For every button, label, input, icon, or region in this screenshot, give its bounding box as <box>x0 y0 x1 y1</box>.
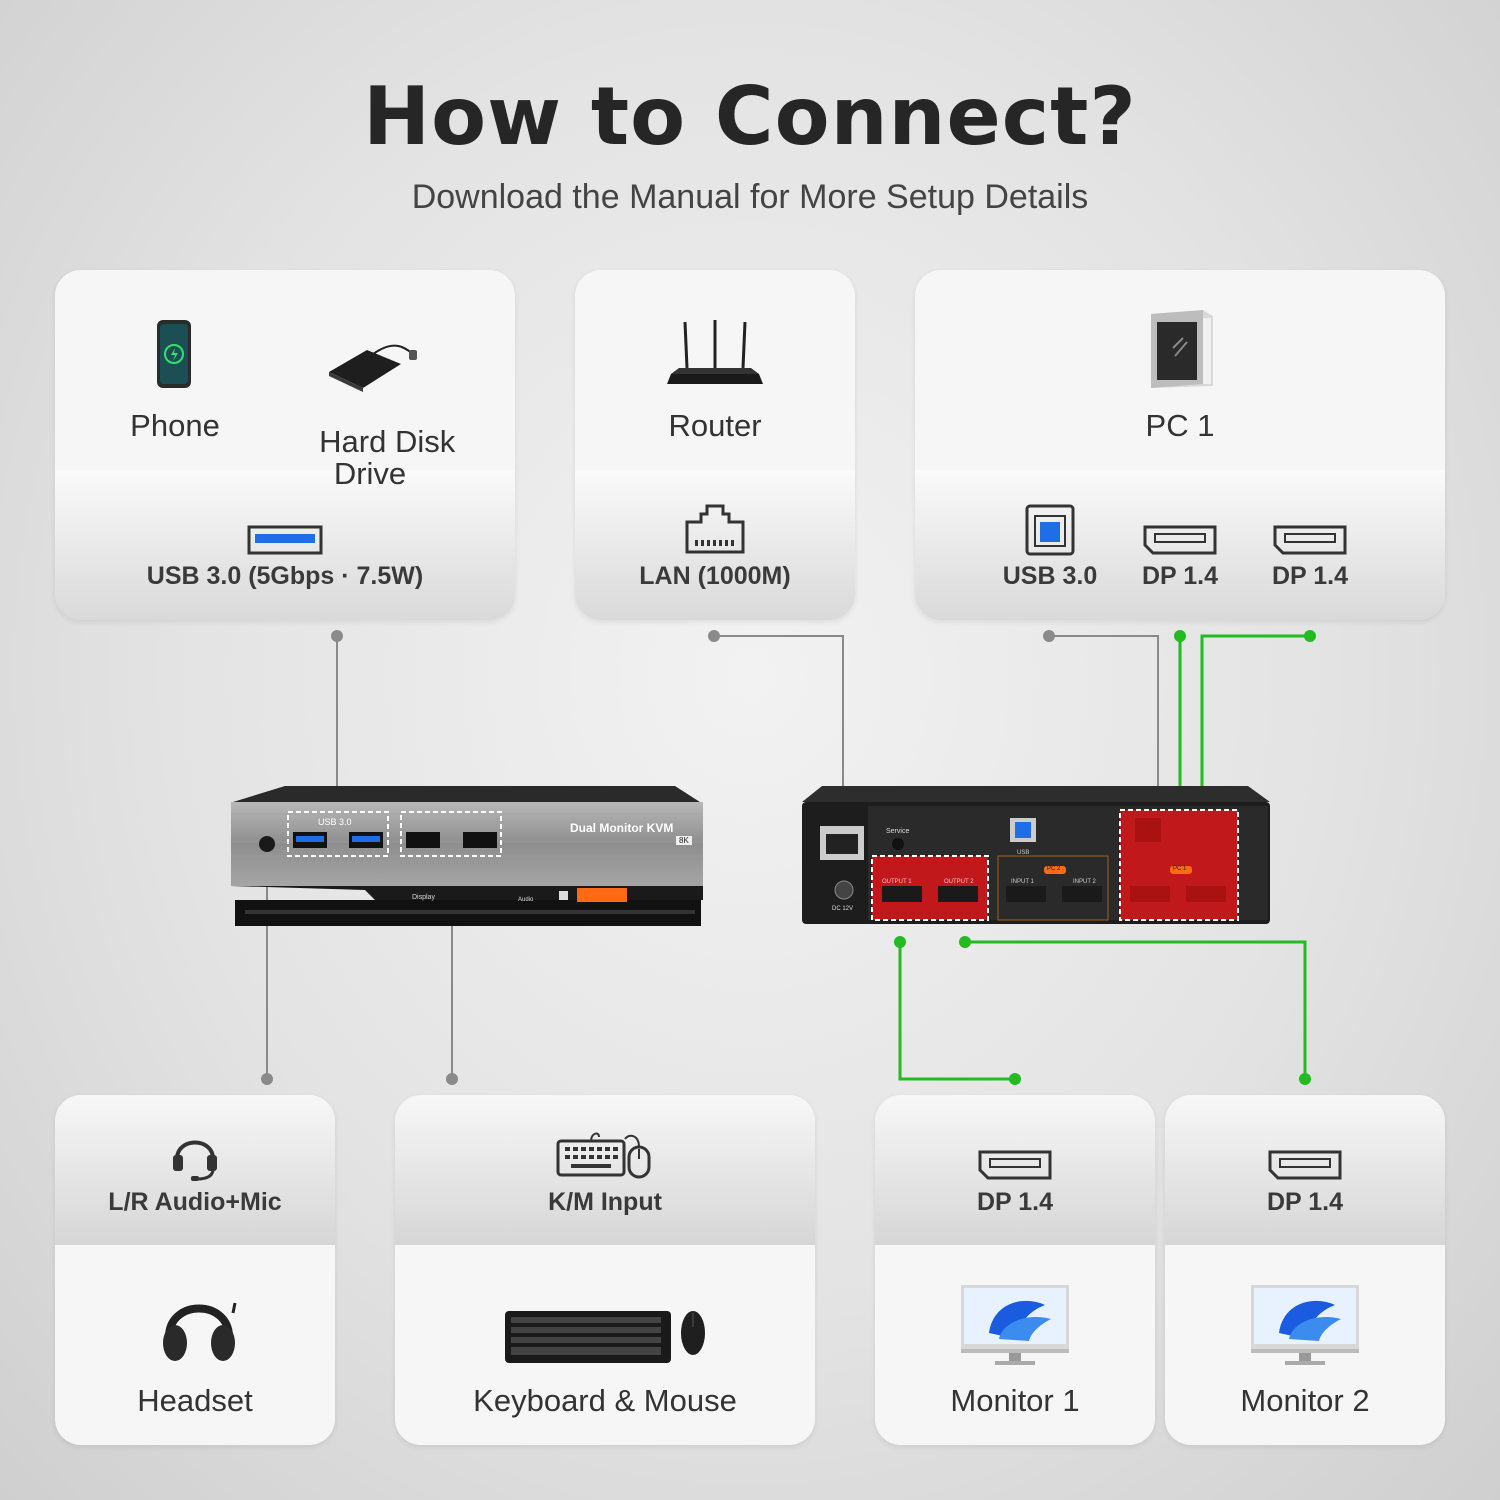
pc1-usb-label: USB 3.0 <box>1002 562 1098 590</box>
monitor2-label: Monitor 2 <box>1240 1383 1370 1418</box>
kvm-front-panel <box>231 786 703 926</box>
displayport-icon <box>1268 1150 1342 1180</box>
monitor1-port-label: DP 1.4 <box>977 1188 1053 1216</box>
monitor-icon <box>1251 1285 1359 1365</box>
router-icon <box>667 320 763 384</box>
front-display-label: Display <box>412 894 435 901</box>
rear-usb-label: USB <box>1017 850 1030 856</box>
pc1-dp1-label: DP 1.4 <box>1142 562 1218 590</box>
phone-icon <box>157 320 191 388</box>
displayport-icon <box>978 1150 1052 1180</box>
kvm-rear-panel <box>802 786 1270 924</box>
page-subtitle: Download the Manual for More Setup Detai… <box>411 178 1089 216</box>
km-port-label: K/M Input <box>548 1188 662 1216</box>
front-usb-label: USB 3.0 <box>318 817 352 827</box>
usb-b-port-icon <box>1025 504 1075 556</box>
monitor2-card: DP 1.4 Monitor 2 <box>1165 1095 1445 1445</box>
displayport-icon <box>1273 525 1347 555</box>
usb-a-port-icon <box>247 525 323 555</box>
pc1-card: PC 1 USB 3.0 DP 1.4 DP 1.4 <box>915 270 1445 620</box>
usb-port-label: USB 3.0 (5Gbps · 7.5W) <box>146 562 424 590</box>
rear-pc1-label: PC 1 <box>1173 866 1187 872</box>
kvm-8k-badge: 8K <box>676 836 692 845</box>
monitor1-label: Monitor 1 <box>950 1383 1080 1418</box>
audio-card: L/R Audio+Mic Headset <box>55 1095 335 1445</box>
rear-dc-label: DC 12V <box>832 906 854 912</box>
km-card: K/M Input Keyboard & Mouse <box>395 1095 815 1445</box>
rear-input2-label: INPUT 2 <box>1073 879 1096 885</box>
hard-disk-icon <box>329 344 417 392</box>
hard-disk-label: Hard Disk Drive <box>319 424 456 491</box>
rear-output1-label: OUTPUT 1 <box>882 879 912 885</box>
keyboard-mouse-icon <box>505 1311 705 1363</box>
keyboard-mouse-port-icon <box>556 1132 651 1179</box>
page-title: How to Connect? <box>363 70 1137 163</box>
monitor2-port-label: DP 1.4 <box>1267 1188 1343 1216</box>
rear-input1-label: INPUT 1 <box>1011 879 1034 885</box>
usb-peripherals-card: Phone Hard Disk Drive USB 3.0 (5Gbps · 7… <box>55 270 515 620</box>
monitor1-card: DP 1.4 Monitor 1 <box>875 1095 1155 1445</box>
rear-output2-label: OUTPUT 2 <box>944 879 974 885</box>
headset-label: Headset <box>137 1383 253 1418</box>
lan-port-label: LAN (1000M) <box>639 562 791 590</box>
phone-label: Phone <box>130 408 220 443</box>
pc1-label: PC 1 <box>1145 408 1215 443</box>
headset-icon <box>163 1302 237 1361</box>
rear-service-label: Service <box>886 828 910 835</box>
ethernet-port-icon <box>685 504 745 554</box>
audio-port-label: L/R Audio+Mic <box>108 1188 282 1216</box>
front-audio-label: Audio <box>518 897 534 903</box>
headset-port-icon <box>173 1140 217 1181</box>
monitor-icon <box>961 1285 1069 1365</box>
router-label: Router <box>668 408 762 443</box>
pc-tower-icon <box>1151 310 1213 388</box>
rear-pc2-label: PC 2 <box>1047 866 1061 872</box>
keyboard-mouse-label: Keyboard & Mouse <box>473 1383 737 1418</box>
pc1-dp2-label: DP 1.4 <box>1272 562 1348 590</box>
kvm-model-label: Dual Monitor KVM <box>570 821 674 835</box>
displayport-icon <box>1143 525 1217 555</box>
router-card: Router LAN (1000M) <box>575 270 855 620</box>
